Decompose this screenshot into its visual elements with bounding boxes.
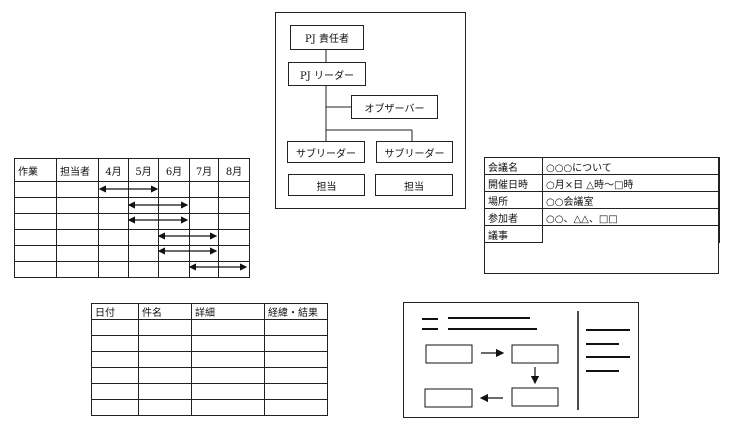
gantt-header-month: 4月 xyxy=(98,158,129,182)
log-header-row: 日付 件名 詳細 経緯・結果 xyxy=(91,303,328,320)
log-row xyxy=(91,399,328,416)
meeting-form-table: 会議名○○○について 開催日時○月×日 △時～□時 場所○○会議室 参加者○○、… xyxy=(484,157,720,243)
org-node-observer: オブザーバー xyxy=(351,95,438,119)
meeting-row: 場所○○会議室 xyxy=(484,191,720,209)
meeting-row: 開催日時○月×日 △時～□時 xyxy=(484,174,720,192)
org-node-manager: PJ 責任者 xyxy=(290,25,364,50)
meeting-value: ○○会議室 xyxy=(542,191,720,209)
gantt-row xyxy=(14,181,250,198)
org-node-subleader-2-label: サブリーダー xyxy=(384,148,445,160)
org-node-subleader-1: サブリーダー xyxy=(287,141,365,163)
gantt-row xyxy=(14,245,250,262)
gantt-header-month: 7月 xyxy=(189,158,219,182)
gantt-header-month: 8月 xyxy=(218,158,250,182)
org-node-subleader-1-label: サブリーダー xyxy=(296,148,356,160)
meeting-label: 参加者 xyxy=(484,208,543,226)
log-row xyxy=(91,383,328,400)
meeting-label: 場所 xyxy=(484,191,543,209)
gantt-row xyxy=(14,213,250,230)
gantt-header-row: 作業 担当者 4月 5月 6月 7月 8月 xyxy=(14,158,250,182)
gantt-row xyxy=(14,261,250,278)
org-node-member-2: 担当 xyxy=(375,174,453,196)
meeting-value: ○月×日 △時～□時 xyxy=(542,174,720,192)
meeting-label: 開催日時 xyxy=(484,174,543,192)
org-node-leader: PJ リーダー xyxy=(288,62,366,86)
org-node-manager-label: PJ 責任者 xyxy=(305,34,349,45)
log-row xyxy=(91,319,328,336)
gantt-header-month: 6月 xyxy=(158,158,190,182)
gantt-header-owner: 担当者 xyxy=(56,158,99,182)
log-row xyxy=(91,351,328,368)
log-header-detail: 詳細 xyxy=(191,303,265,320)
log-header-date: 日付 xyxy=(91,303,139,320)
meeting-row: 議事 xyxy=(484,225,720,243)
meeting-row: 会議名○○○について xyxy=(484,157,720,175)
org-node-member-1-label: 担当 xyxy=(316,181,337,193)
org-node-observer-label: オブザーバー xyxy=(364,103,425,115)
org-node-subleader-2: サブリーダー xyxy=(376,141,453,163)
org-node-leader-label: PJ リーダー xyxy=(300,70,354,82)
gantt-header-month: 5月 xyxy=(128,158,159,182)
meeting-value xyxy=(542,225,720,243)
log-table: 日付 件名 詳細 経緯・結果 xyxy=(91,303,328,416)
meeting-value: ○○、△△、□□ xyxy=(542,208,720,226)
gantt-table: 作業 担当者 4月 5月 6月 7月 8月 xyxy=(14,158,250,278)
log-header-result: 経緯・結果 xyxy=(264,303,328,320)
log-row xyxy=(91,367,328,384)
log-row xyxy=(91,335,328,352)
meeting-row: 参加者○○、△△、□□ xyxy=(484,208,720,226)
log-header-subject: 件名 xyxy=(138,303,192,320)
flow-slide-frame xyxy=(403,302,639,418)
meeting-label: 会議名 xyxy=(484,157,543,175)
meeting-value: ○○○について xyxy=(542,157,720,175)
org-node-member-2-label: 担当 xyxy=(404,181,424,193)
org-node-member-1: 担当 xyxy=(288,174,365,196)
gantt-row xyxy=(14,197,250,214)
meeting-label: 議事 xyxy=(484,225,543,243)
gantt-row xyxy=(14,229,250,246)
gantt-header-task: 作業 xyxy=(14,158,57,182)
